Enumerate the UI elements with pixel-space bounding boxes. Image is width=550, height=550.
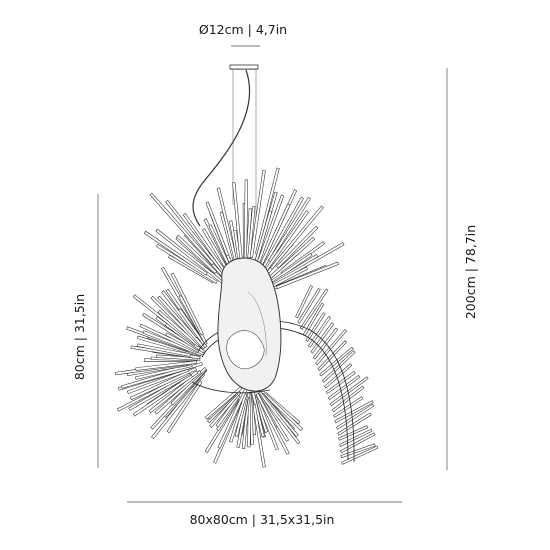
rod-upper bbox=[149, 192, 215, 266]
rod-spine bbox=[335, 403, 375, 430]
footprint-width-label: 80x80cm | 31,5x31,5in bbox=[190, 512, 335, 527]
rod-spine bbox=[331, 385, 365, 413]
rod-spine bbox=[329, 376, 369, 407]
rod-spine bbox=[327, 375, 361, 401]
rod-spine bbox=[337, 412, 372, 436]
rod-lower bbox=[258, 391, 301, 445]
glass-diffuser-shade bbox=[247, 291, 267, 357]
rod-spine bbox=[310, 322, 335, 354]
rod-spine bbox=[315, 329, 347, 366]
rod-left bbox=[135, 360, 197, 371]
rod-spine bbox=[325, 370, 356, 395]
rod-left bbox=[157, 295, 206, 350]
spine-arc-lower bbox=[191, 381, 271, 394]
rod-left bbox=[136, 343, 191, 357]
rod-spine bbox=[317, 340, 348, 371]
rod-upper bbox=[268, 197, 311, 263]
rod-left bbox=[148, 370, 202, 414]
rod-lower bbox=[257, 401, 279, 451]
rod-spine bbox=[295, 285, 313, 319]
rod-cluster-group bbox=[115, 167, 379, 468]
rod-left bbox=[135, 363, 193, 380]
rod-lower bbox=[209, 390, 242, 428]
rod-lower bbox=[204, 386, 243, 420]
power-cord bbox=[192, 69, 251, 227]
rod-lower bbox=[229, 393, 248, 443]
glass-diffuser-highlight bbox=[226, 330, 265, 370]
rod-left bbox=[128, 372, 192, 411]
rod-lower bbox=[252, 403, 266, 468]
ceiling-canopy bbox=[229, 64, 259, 70]
rod-spine bbox=[334, 400, 374, 424]
rod-spine bbox=[297, 288, 321, 324]
rod-left bbox=[170, 272, 204, 336]
rod-upper bbox=[143, 230, 208, 276]
rod-spine bbox=[340, 432, 376, 454]
rod-left bbox=[132, 374, 193, 417]
rod-upper bbox=[269, 205, 324, 270]
rod-spine bbox=[340, 443, 376, 459]
rod-upper bbox=[255, 167, 280, 255]
rod-spine bbox=[321, 350, 356, 383]
rod-left bbox=[129, 367, 197, 401]
rod-lower bbox=[215, 394, 241, 428]
rod-left bbox=[178, 308, 208, 349]
rod-upper bbox=[276, 261, 339, 289]
rod-spine bbox=[305, 312, 326, 342]
body-height-label: 80cm | 31,5in bbox=[72, 294, 87, 380]
rod-upper bbox=[276, 225, 319, 269]
rod-upper bbox=[247, 206, 256, 259]
rod-left bbox=[127, 368, 190, 394]
canopy-diameter-label: Ø12cm | 4,7in bbox=[199, 22, 287, 37]
rod-upper bbox=[249, 169, 266, 258]
rod-spine bbox=[307, 315, 331, 348]
rod-spine bbox=[319, 346, 354, 377]
rod-lower bbox=[255, 392, 290, 455]
total-height-label: 200cm | 78,7in bbox=[463, 225, 478, 319]
rod-upper bbox=[205, 201, 230, 257]
rod-spine bbox=[323, 363, 353, 389]
rod-upper bbox=[176, 234, 218, 274]
rod-spine bbox=[333, 396, 364, 418]
rod-spine bbox=[299, 288, 329, 330]
rod-spine bbox=[341, 445, 379, 465]
rod-left bbox=[166, 380, 203, 434]
